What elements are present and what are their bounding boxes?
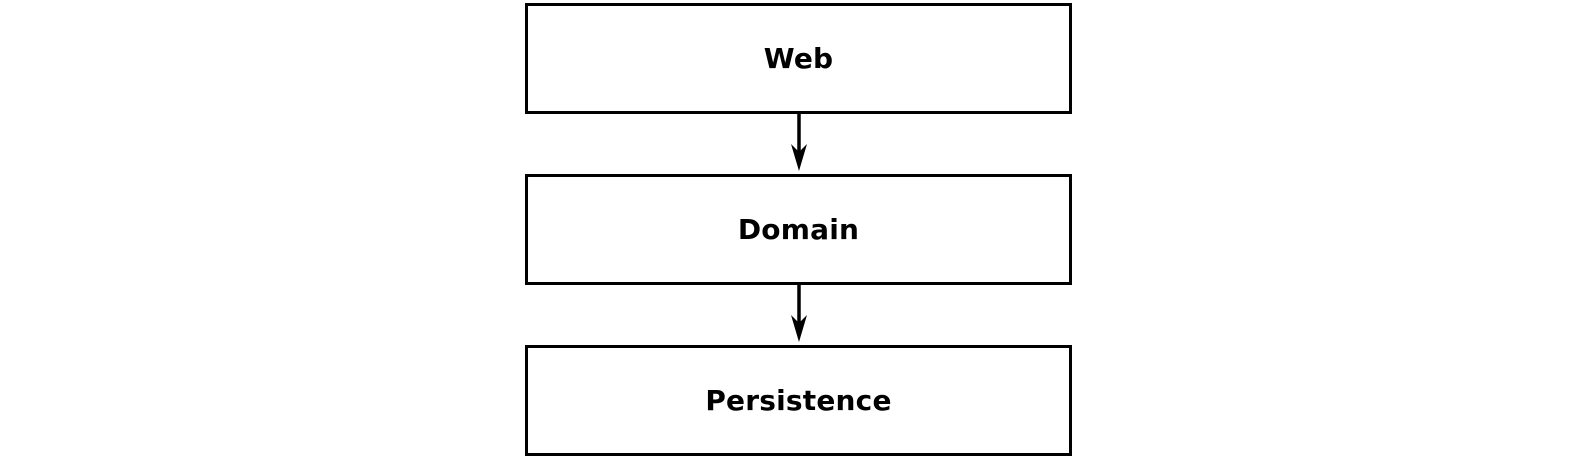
- web-layer-label: Web: [763, 42, 834, 75]
- persistence-layer-label: Persistence: [705, 384, 892, 417]
- domain-to-persistence-arrow: [791, 285, 807, 342]
- domain-layer-box: Domain: [525, 174, 1072, 285]
- persistence-layer-box: Persistence: [525, 345, 1072, 456]
- web-layer-box: Web: [525, 3, 1072, 114]
- domain-layer-label: Domain: [737, 213, 860, 246]
- web-to-domain-arrow: [791, 114, 807, 171]
